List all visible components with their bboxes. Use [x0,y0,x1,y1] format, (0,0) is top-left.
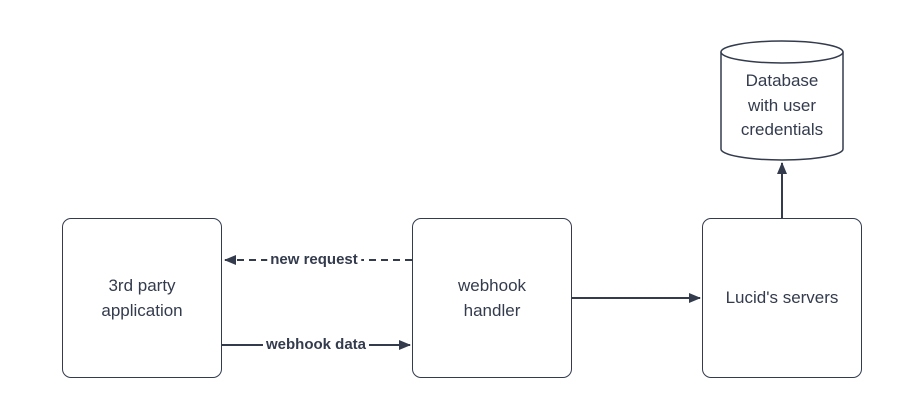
node-third-party-application[interactable]: 3rd party application [62,218,222,378]
node-webhook-handler[interactable]: webhook handler [412,218,572,378]
node-database-shape[interactable] [720,40,844,161]
node-lucids-servers[interactable]: Lucid's servers [702,218,862,378]
edge-label-webhook-data[interactable]: webhook data [262,336,370,354]
node-label-webhook-handler: webhook handler [457,275,527,321]
edge-label-new-request[interactable]: new request [267,251,361,269]
node-label-third-party-application: 3rd party application [101,275,183,321]
node-label-database: Database with user credentials [740,71,824,140]
node-label-lucids-servers: Lucid's servers [725,288,839,308]
